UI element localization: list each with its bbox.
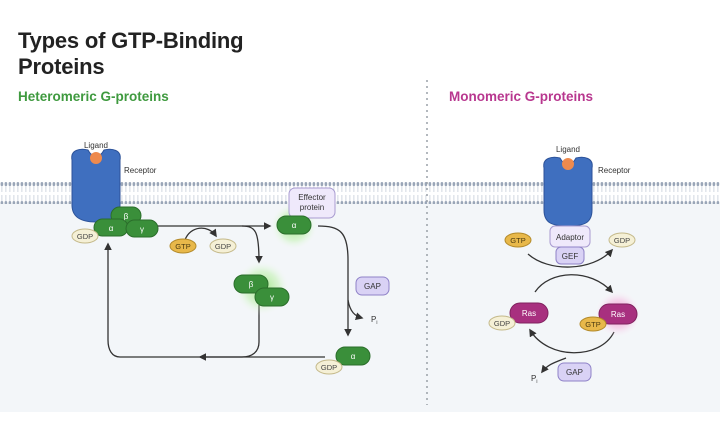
svg-text:Effector: Effector — [298, 193, 326, 202]
gtp-right — [504, 232, 532, 248]
gdp-released-left — [209, 238, 237, 254]
gef-protein — [555, 246, 585, 265]
svg-text:α: α — [292, 221, 297, 230]
svg-text:β: β — [124, 212, 129, 221]
monomeric-cycle-arrows — [527, 248, 615, 374]
gtp-ras-active — [579, 316, 607, 332]
free-gamma-subunit — [254, 287, 290, 307]
svg-text:GDP: GDP — [614, 236, 630, 245]
page-title: Types of GTP-Binding Proteins — [18, 28, 244, 79]
g-protein-trimer: β α γ — [93, 206, 159, 238]
svg-text:GDP: GDP — [321, 363, 337, 372]
ras-active — [598, 303, 638, 325]
gap-left — [355, 276, 390, 296]
receptor-label-right: Receptor — [598, 166, 631, 175]
svg-text:GAP: GAP — [364, 282, 381, 291]
gap-right — [557, 362, 592, 382]
gdp-released-right — [608, 232, 636, 248]
svg-text:Adaptor: Adaptor — [556, 233, 584, 242]
svg-text:GTP: GTP — [510, 236, 525, 245]
svg-text:β: β — [249, 280, 254, 289]
svg-text:α: α — [351, 352, 356, 361]
gamma-subunit — [125, 219, 159, 238]
svg-text:protein: protein — [300, 203, 324, 212]
svg-text:GAP: GAP — [566, 368, 583, 377]
svg-text:Ras: Ras — [522, 309, 536, 318]
svg-text:Ras: Ras — [611, 310, 625, 319]
monomeric-section: Ligand Receptor Adaptor GEF GTP GDP Ras … — [488, 145, 642, 385]
svg-text:γ: γ — [270, 293, 274, 302]
gdp-bound-trimer — [71, 228, 99, 244]
ras-inactive — [509, 302, 549, 324]
heteromeric-cycle-arrows — [104, 222, 364, 361]
pi-left: Pi — [371, 315, 377, 326]
receptor-label-left: Receptor — [124, 166, 157, 175]
ligand-right — [562, 158, 574, 170]
svg-text:GDP: GDP — [215, 242, 231, 251]
svg-text:GTP: GTP — [175, 242, 190, 251]
alpha-active — [276, 215, 312, 235]
svg-text:GEF: GEF — [562, 252, 579, 261]
svg-text:γ: γ — [140, 225, 144, 234]
pi-right: Pi — [531, 374, 537, 385]
ligand-label-left: Ligand — [84, 141, 108, 150]
ligand-label-right: Ligand — [556, 145, 580, 154]
heteromeric-section: Ligand Receptor β α γ GDP — [71, 141, 390, 375]
monomeric-heading: Monomeric G-proteins — [449, 89, 594, 104]
gdp-alpha-inactive — [315, 359, 343, 375]
effector-protein — [288, 187, 336, 219]
ligand-left — [90, 152, 102, 164]
gtp-left — [169, 238, 197, 254]
gdp-ras-inactive — [488, 315, 516, 331]
receptor-left — [71, 148, 121, 223]
svg-text:GDP: GDP — [494, 319, 510, 328]
svg-text:GDP: GDP — [77, 232, 93, 241]
svg-text:α: α — [109, 224, 114, 233]
free-beta-subunit — [233, 274, 269, 294]
svg-text:GTP: GTP — [585, 320, 600, 329]
alpha-inactive — [335, 346, 371, 366]
heteromeric-heading: Heteromeric G-proteins — [18, 89, 169, 104]
